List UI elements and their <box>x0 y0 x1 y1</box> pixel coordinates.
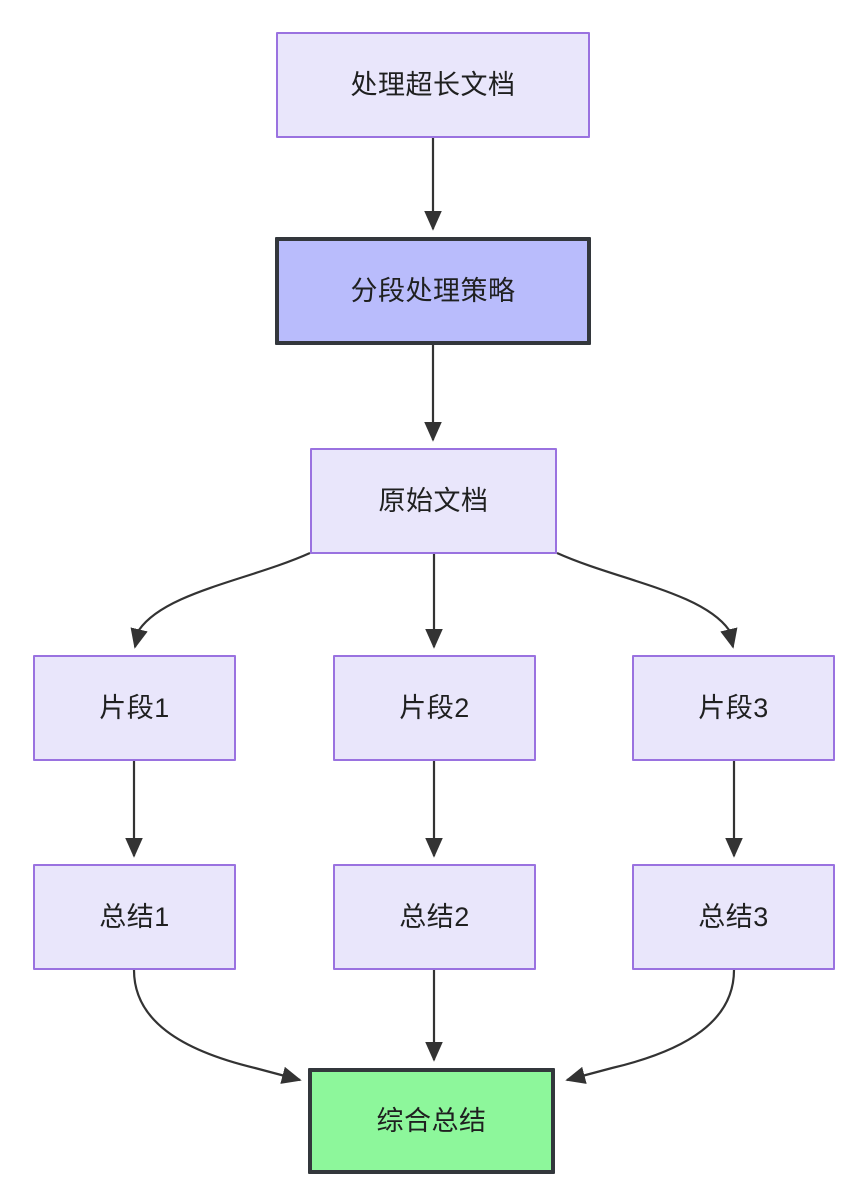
node-segment-2[interactable]: 片段2 <box>333 655 536 761</box>
edge-raw-doc-to-segment-1 <box>130 551 311 649</box>
node-label: 总结1 <box>99 901 170 932</box>
edge-summary-3-to-final <box>565 969 736 1084</box>
node-label: 综合总结 <box>376 1105 487 1136</box>
node-label: 总结3 <box>698 901 769 932</box>
node-label: 片段2 <box>399 692 470 723</box>
node-segment-3[interactable]: 片段3 <box>632 655 835 761</box>
node-comprehensive-summary[interactable]: 综合总结 <box>308 1068 555 1174</box>
node-label: 分段处理策略 <box>350 275 516 306</box>
node-summary-2[interactable]: 总结2 <box>333 864 536 970</box>
node-label: 原始文档 <box>378 485 489 516</box>
node-segment-1[interactable]: 片段1 <box>33 655 236 761</box>
node-summary-3[interactable]: 总结3 <box>632 864 835 970</box>
node-summary-1[interactable]: 总结1 <box>33 864 236 970</box>
node-segmented-processing-strategy[interactable]: 分段处理策略 <box>275 237 591 345</box>
node-label: 片段1 <box>99 692 170 723</box>
node-label: 片段3 <box>698 692 769 723</box>
node-process-long-document[interactable]: 处理超长文档 <box>276 32 590 138</box>
node-label: 处理超长文档 <box>350 69 516 100</box>
edge-summary-1-to-final <box>132 969 302 1084</box>
edge-raw-doc-to-segment-3 <box>556 551 738 649</box>
node-original-document[interactable]: 原始文档 <box>310 448 557 554</box>
node-label: 总结2 <box>399 901 470 932</box>
